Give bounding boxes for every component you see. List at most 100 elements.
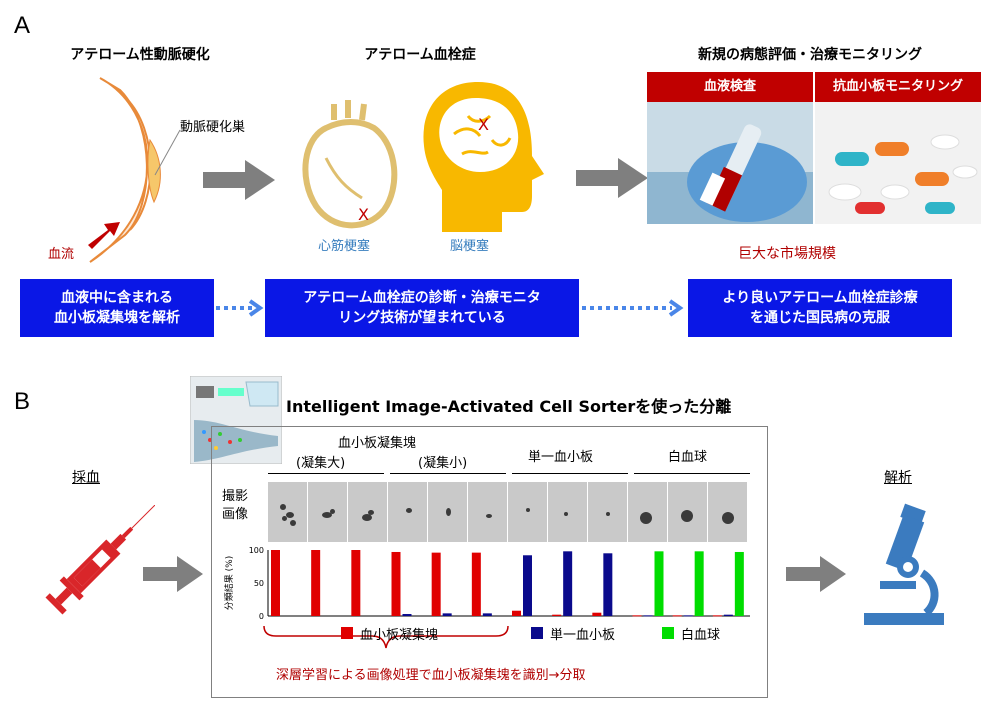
box-analyze-aggregates: 血液中に含まれる 血小板凝集塊を解析: [20, 279, 214, 337]
bar-aggregate: [632, 615, 642, 617]
box3-line2: を通じた国民病の克服: [750, 310, 890, 326]
cell-image: [428, 482, 468, 542]
box3-line1: より良いアテローム血栓症診療: [722, 290, 918, 306]
market-label: 巨大な市場規模: [738, 246, 836, 262]
imaging-row-label: 撮影 画像: [222, 488, 248, 524]
bar-single: [683, 615, 693, 617]
divider-line: [634, 473, 750, 474]
box-need-diagnosis: アテローム血栓症の診断・治療モニタ リング技術が望まれている: [265, 279, 579, 337]
y-tick-label: 100: [249, 546, 264, 555]
box2-line2: リング技術が望まれている: [338, 310, 506, 326]
bar-aggregate: [271, 550, 280, 616]
panel-a-letter: A: [14, 12, 31, 39]
box1-line2: 血小板凝集塊を解析: [54, 310, 180, 326]
aggregate-group-header: 血小板凝集塊: [338, 436, 417, 451]
bar-wbc: [734, 551, 744, 616]
bar-aggregate: [351, 550, 361, 616]
brain-x-mark: X: [478, 115, 489, 134]
bar-single: [643, 615, 653, 617]
bar-aggregate: [471, 552, 481, 616]
legend-wbc: 白血球: [681, 628, 721, 643]
blood-draw-label: 採血: [72, 470, 100, 486]
title-atherosclerosis: アテローム性動脈硬化: [70, 47, 210, 63]
legend-swatch-single: [531, 627, 543, 639]
panel-b-title: Intelligent Image-Activated Cell Sorterを…: [286, 397, 732, 416]
box-better-care: より良いアテローム血栓症診療 を通じた国民病の克服: [688, 279, 952, 337]
bar-aggregate: [672, 615, 682, 617]
legend-single: 単一血小板: [550, 628, 616, 643]
cell-image: [668, 482, 708, 542]
brain-label: 脳梗塞: [450, 239, 490, 254]
sub-small-label: (凝集小): [418, 456, 468, 471]
arrow-right-icon: [576, 158, 648, 198]
bar-aggregate: [311, 550, 321, 616]
wbc-header: 白血球: [668, 450, 708, 465]
analysis-label: 解析: [884, 470, 912, 486]
legend-swatch-aggregate: [341, 627, 353, 639]
microscope-icon: [864, 503, 944, 625]
box1-line1: 血液中に含まれる: [61, 290, 173, 306]
arrow-right-icon: [786, 556, 846, 592]
bar-single: [482, 613, 492, 616]
arrow-right-icon: [143, 556, 203, 592]
imaging-row-label-line1: 撮影: [222, 489, 249, 504]
artery-illustration: [88, 77, 181, 263]
imaging-row-label-line2: 画像: [222, 507, 249, 522]
photo1-header: 血液検査: [647, 72, 813, 102]
device-thumbnail: [190, 376, 282, 464]
cell-image: [388, 482, 428, 542]
title-atherothrombosis: アテローム血栓症: [364, 47, 476, 63]
bar-single: [402, 614, 412, 616]
cell-image-strip: [268, 482, 750, 542]
bar-aggregate: [592, 612, 602, 616]
bottom-note: 深層学習による画像処理で血小板凝集塊を識別→分取: [276, 668, 586, 683]
cell-image: [268, 482, 308, 542]
lesion-label: 動脈硬化巣: [180, 120, 246, 135]
y-tick-label: 0: [259, 612, 264, 621]
cell-image: [548, 482, 588, 542]
bar-wbc: [694, 551, 704, 616]
sub-large-label: (凝集大): [296, 456, 346, 471]
pills-photo: [815, 102, 981, 224]
divider-line: [268, 473, 384, 474]
photo2-header: 抗血小板モニタリング: [815, 72, 981, 102]
heart-icon: X: [302, 100, 398, 229]
single-platelet-header: 単一血小板: [528, 450, 594, 465]
heart-x-mark: X: [358, 205, 369, 224]
dotted-arrow-icon: [582, 299, 684, 317]
arrow-right-icon: [203, 160, 275, 200]
y-axis-label: 分類結果 (%): [223, 556, 235, 610]
sorter-results-box: [211, 426, 768, 698]
blood-flow-label: 血流: [48, 247, 75, 262]
cell-image: [708, 482, 747, 542]
bar-single: [442, 613, 452, 616]
bar-aggregate: [431, 552, 441, 616]
bar-wbc: [654, 551, 664, 616]
legend-swatch-wbc: [662, 627, 674, 639]
cell-image: [308, 482, 348, 542]
cell-image: [348, 482, 388, 542]
bar-aggregate: [552, 614, 562, 616]
bar-single: [603, 553, 613, 616]
cell-image: [468, 482, 508, 542]
bar-aggregate: [712, 615, 722, 617]
cell-image: [508, 482, 548, 542]
bar-single: [523, 555, 532, 616]
bar-aggregate: [391, 551, 401, 616]
bar-aggregate: [512, 610, 521, 616]
heart-label: 心筋梗塞: [318, 239, 371, 254]
cell-image: [588, 482, 628, 542]
brain-head-icon: X: [423, 82, 544, 232]
dotted-arrow-icon: [216, 299, 264, 317]
box2-line1: アテローム血栓症の診断・治療モニタ: [303, 290, 541, 306]
title-new-evaluation: 新規の病態評価・治療モニタリング: [698, 47, 922, 63]
blood-test-photo: [647, 102, 813, 224]
syringe-icon: [45, 505, 155, 615]
bar-single: [723, 614, 733, 616]
legend-aggregate: 血小板凝集塊: [360, 628, 439, 643]
bar-single: [563, 551, 573, 616]
cell-image: [628, 482, 668, 542]
panel-b-letter: B: [14, 388, 31, 415]
